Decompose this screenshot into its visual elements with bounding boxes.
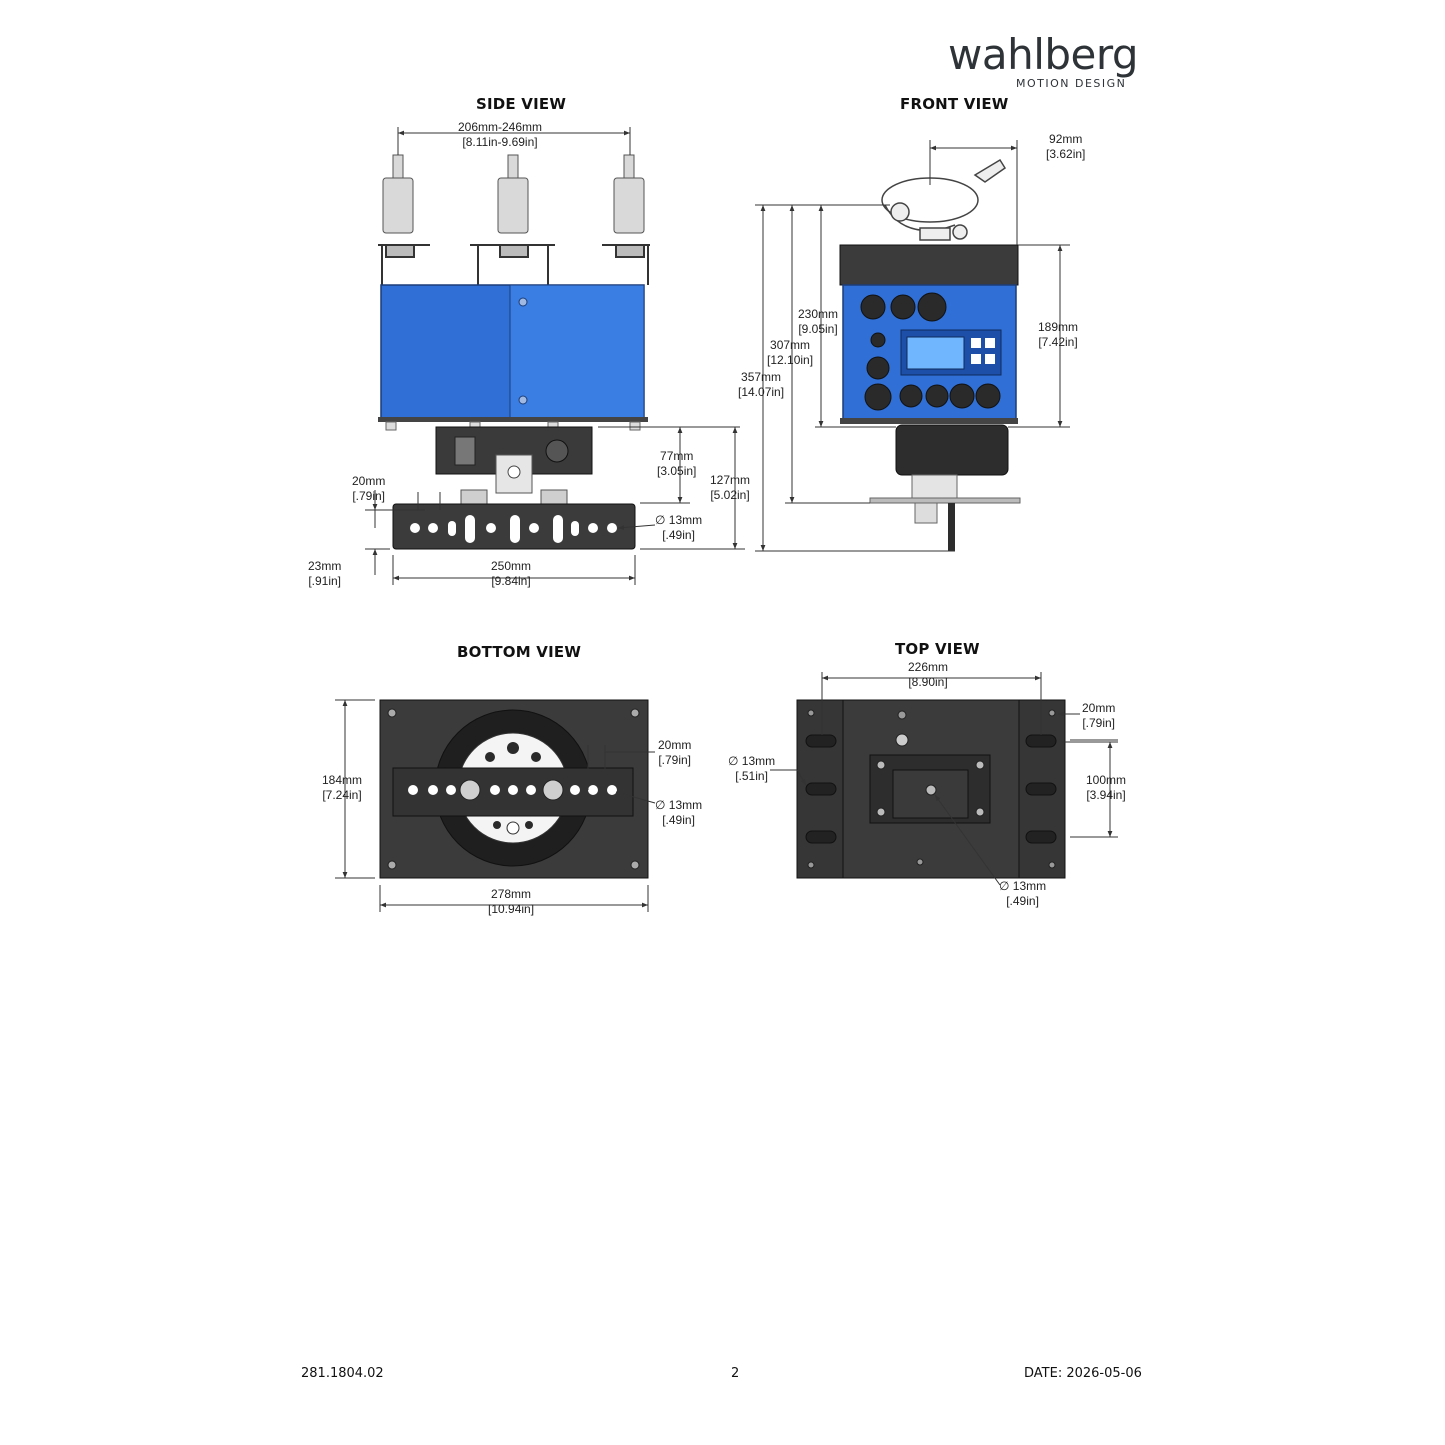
top-hole-dim: ∅ 13mm [.49in]: [999, 879, 1046, 909]
front-view-title: FRONT VIEW: [900, 95, 1009, 113]
front-230-dim: 230mm [9.05in]: [798, 307, 838, 337]
dim-mm: 307mm: [770, 338, 811, 352]
dim-in: [14.07in]: [738, 385, 785, 399]
dim-mm: ∅ 13mm: [728, 754, 776, 768]
dim-in: [7.24in]: [322, 788, 362, 802]
dim-mm: 226mm: [908, 660, 949, 674]
dim-in: [12.10in]: [767, 353, 814, 367]
side-127-dim: 127mm [5.02in]: [710, 473, 750, 503]
dim-mm: 189mm: [1038, 320, 1079, 334]
top-100-dim: 100mm [3.94in]: [1086, 773, 1126, 803]
dim-in: [10.94in]: [488, 902, 535, 916]
dim-mm: 230mm: [798, 307, 839, 321]
dim-mm: 357mm: [741, 370, 782, 384]
front-189-dim: 189mm [7.42in]: [1038, 320, 1078, 350]
dim-mm: 23mm: [308, 559, 342, 573]
doc-number: 281.1804.02: [301, 1366, 384, 1381]
dim-in: [.51in]: [735, 769, 768, 783]
dim-in: [8.90in]: [908, 675, 948, 689]
dim-mm: 127mm: [710, 473, 751, 487]
dim-in: [9.05in]: [798, 322, 838, 336]
dim-in: [3.62in]: [1046, 147, 1086, 161]
bottom-view-drawing: [335, 699, 656, 912]
dim-in: [.49in]: [1006, 894, 1039, 908]
dim-in: [7.42in]: [1038, 335, 1078, 349]
dim-in: [8.11in-9.69in]: [462, 135, 538, 149]
front-view-drawing: [755, 140, 1070, 552]
side-view-title: SIDE VIEW: [476, 95, 567, 113]
top-view-drawing: [770, 672, 1118, 886]
dim-in: [.91in]: [308, 574, 342, 588]
side-view-drawing: [365, 127, 745, 585]
dim-mm: 184mm: [322, 773, 363, 787]
top-view-title: TOP VIEW: [895, 640, 980, 658]
dim-mm: 206mm-246mm: [458, 120, 543, 134]
top-hole-left-dim: ∅ 13mm [.51in]: [728, 754, 775, 784]
dim-in: [.79in]: [352, 489, 386, 503]
top-20-dim: 20mm [.79in]: [1082, 701, 1115, 731]
dim-in: [3.05in]: [657, 464, 697, 478]
page-number: 2: [731, 1366, 740, 1381]
side-77-dim: 77mm [3.05in]: [657, 449, 696, 479]
dim-mm: 20mm: [658, 738, 692, 752]
dim-in: [.49in]: [662, 813, 695, 827]
bottom-278-dim: 278mm [10.94in]: [488, 887, 534, 917]
dim-mm: 92mm: [1049, 132, 1083, 146]
front-307-dim: 307mm [12.10in]: [767, 338, 813, 368]
dim-in: [5.02in]: [710, 488, 750, 502]
top-226-dim: 226mm [8.90in]: [908, 660, 948, 690]
dim-mm: 20mm: [352, 474, 386, 488]
dim-in: [.79in]: [1082, 716, 1116, 730]
front-92-dim: 92mm [3.62in]: [1046, 132, 1085, 162]
side-23-dim: 23mm [.91in]: [308, 559, 341, 589]
side-width-dim: 206mm-246mm [8.11in-9.69in]: [458, 120, 542, 150]
side-hole-dim: ∅ 13mm [.49in]: [655, 513, 702, 543]
dim-mm: ∅ 13mm: [655, 798, 703, 812]
front-357-dim: 357mm [14.07in]: [738, 370, 784, 400]
dim-in: [9.84in]: [491, 574, 531, 588]
doc-date: DATE: 2026-05-06: [1024, 1366, 1142, 1381]
brand-tagline: MOTION DESIGN: [1016, 77, 1127, 90]
dim-mm: 20mm: [1082, 701, 1116, 715]
bottom-view-title: BOTTOM VIEW: [457, 643, 582, 661]
brand-name: wahlberg: [948, 30, 1139, 79]
bottom-hole-dim: ∅ 13mm [.49in]: [655, 798, 702, 828]
dim-mm: ∅ 13mm: [999, 879, 1047, 893]
dim-in: [.49in]: [662, 528, 695, 542]
dim-mm: 250mm: [491, 559, 532, 573]
side-250-dim: 250mm [9.84in]: [491, 559, 531, 589]
dim-mm: 77mm: [660, 449, 694, 463]
dim-mm: 100mm: [1086, 773, 1127, 787]
dim-mm: ∅ 13mm: [655, 513, 703, 527]
bottom-20-dim: 20mm [.79in]: [658, 738, 691, 768]
side-20-dim: 20mm [.79in]: [352, 474, 385, 504]
dim-in: [.79in]: [658, 753, 692, 767]
bottom-184-dim: 184mm [7.24in]: [322, 773, 362, 803]
dim-mm: 278mm: [491, 887, 532, 901]
dim-in: [3.94in]: [1086, 788, 1126, 802]
